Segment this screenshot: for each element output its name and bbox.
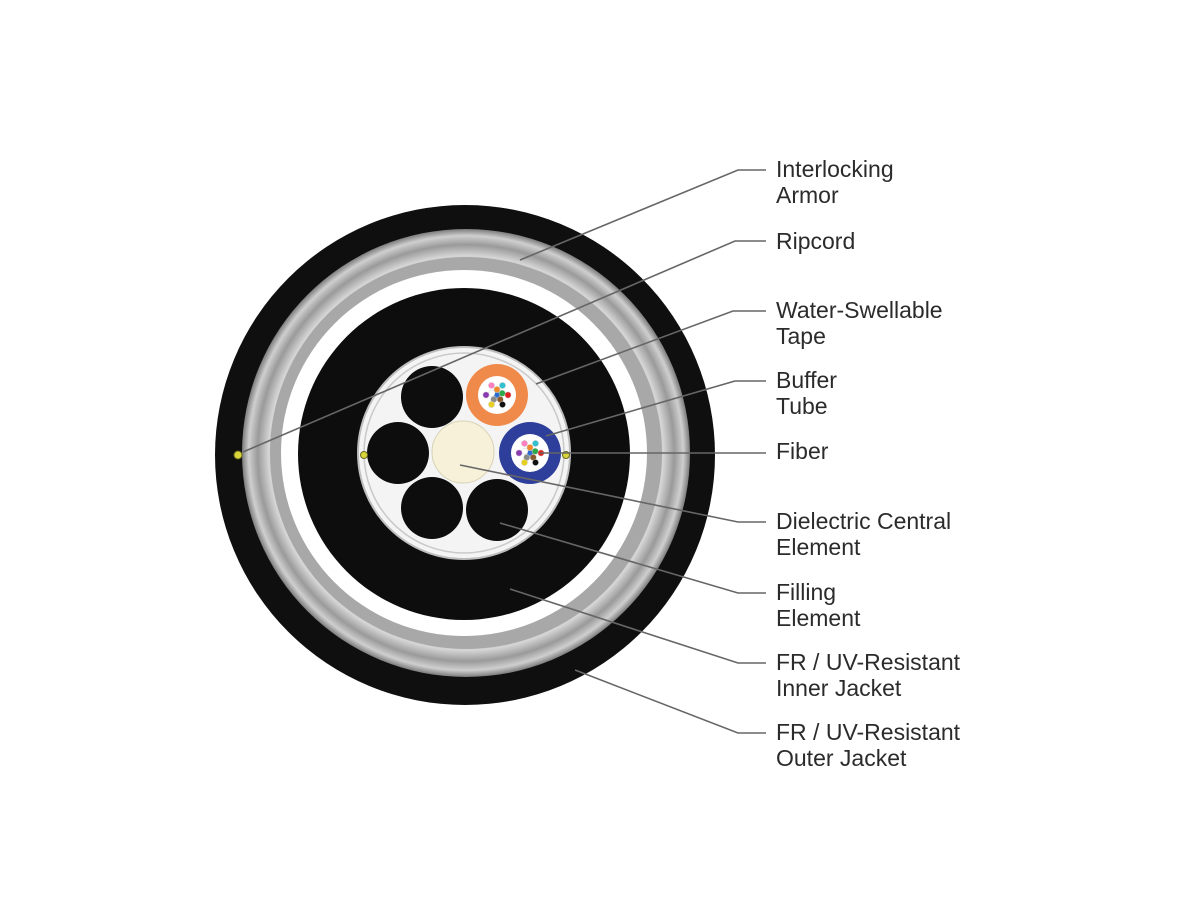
leader-line-water-swellable-tape [535, 310, 766, 385]
leader-lines [242, 169, 766, 734]
label-line: Outer Jacket [776, 745, 907, 771]
optical-fiber [531, 447, 539, 455]
optical-fiber [488, 382, 495, 389]
label-line: FR / UV-Resistant [776, 719, 961, 745]
fiber-bundle-orange [482, 382, 512, 408]
label-outer-jacket: FR / UV-Resistant Outer Jacket [776, 719, 1176, 771]
leader-line-dielectric-central-element [459, 464, 766, 523]
optical-fiber [532, 440, 539, 447]
label-fiber: Fiber [776, 438, 1176, 464]
label-line: Element [776, 605, 861, 631]
optical-fiber [521, 440, 528, 447]
label-line: FR / UV-Resistant [776, 649, 961, 675]
leader-line-buffer-tube [545, 380, 766, 437]
filling-element [367, 422, 429, 484]
filling-element [466, 479, 528, 541]
label-interlocking-armor: Interlocking Armor [776, 156, 1176, 208]
optical-fiber [521, 447, 529, 455]
label-line: Ripcord [776, 228, 856, 254]
dielectric-central-element [431, 420, 495, 484]
label-line: Buffer [776, 367, 837, 393]
optical-fiber [488, 389, 496, 397]
optical-fiber [499, 382, 506, 389]
label-line: Tube [776, 393, 828, 419]
optical-fiber [526, 444, 534, 451]
optical-fiber [515, 449, 523, 457]
optical-fiber [532, 459, 539, 466]
label-filling-element: Filling Element [776, 579, 1176, 631]
label-ripcord: Ripcord [776, 228, 1176, 254]
leader-line-outer-jacket [574, 669, 766, 734]
label-line: Tape [776, 323, 826, 349]
label-inner-jacket: FR / UV-Resistant Inner Jacket [776, 649, 1176, 701]
label-water-swellable-tape: Water-Swellable Tape [776, 297, 1176, 349]
ripcord-marker [233, 450, 243, 460]
optical-fiber [498, 389, 506, 397]
leader-line-interlocking-armor [519, 169, 766, 261]
optical-fiber [493, 386, 501, 393]
fiber-bundle-blue [515, 440, 545, 466]
ripcord-marker [360, 451, 368, 459]
optical-fiber [488, 401, 495, 408]
filling-element [401, 477, 463, 539]
leader-line-ripcord [242, 240, 766, 453]
optical-fiber [482, 391, 490, 399]
label-line: Dielectric Central [776, 508, 952, 534]
filling-element [401, 366, 463, 428]
leader-line-inner-jacket [509, 588, 766, 664]
label-dielectric-central-element: Dielectric Central Element [776, 508, 1176, 560]
leader-line-filling-element [499, 522, 766, 594]
label-line: Interlocking [776, 156, 894, 182]
label-line: Fiber [776, 438, 829, 464]
label-line: Water-Swellable [776, 297, 943, 323]
label-line: Armor [776, 182, 839, 208]
optical-fiber [499, 401, 506, 408]
label-line: Inner Jacket [776, 675, 902, 701]
optical-fiber [521, 459, 528, 466]
label-line: Element [776, 534, 861, 560]
optical-fiber [504, 391, 512, 399]
label-line: Filling [776, 579, 837, 605]
label-buffer-tube: Buffer Tube [776, 367, 1176, 419]
